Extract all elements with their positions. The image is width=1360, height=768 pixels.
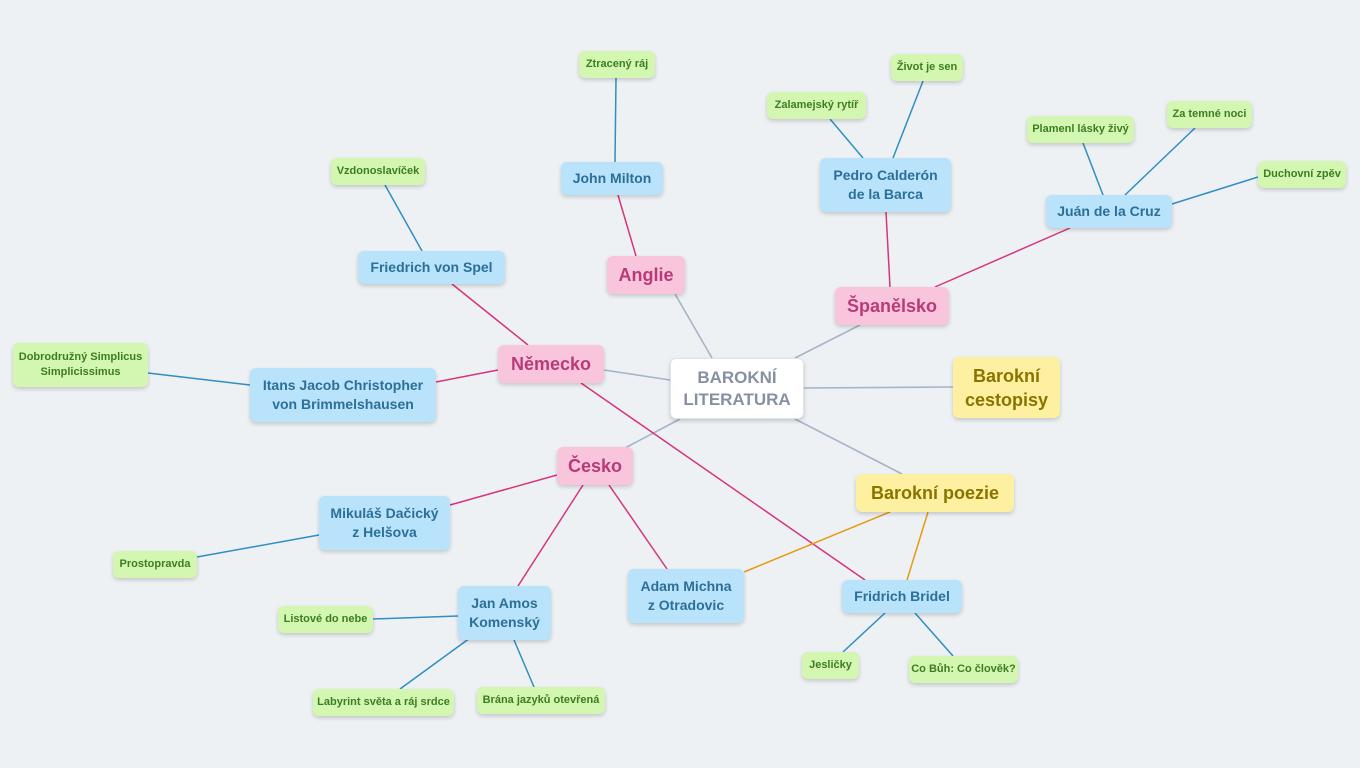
author-link-line — [372, 615, 459, 620]
country-node-nemecko[interactable]: Německo — [498, 345, 604, 383]
work-node-brana-jazyku[interactable]: Brána jazyků otevřená — [477, 687, 605, 714]
author-node-grimmelshausen[interactable]: Itans Jacob Christopher von Brimmelshaus… — [250, 368, 436, 422]
author-node-juan-de-la-cruz[interactable]: Juán de la Cruz — [1046, 195, 1172, 228]
author-link-line — [829, 118, 864, 159]
author-link-line — [1171, 176, 1259, 205]
author-node-adam-michna[interactable]: Adam Michna z Otradovic — [628, 569, 744, 623]
work-node-vzdonoslavicek[interactable]: Vzdonoslavíček — [331, 158, 425, 185]
author-node-pedro-calderon[interactable]: Pedro Calderón de la Barca — [820, 158, 951, 212]
author-link-line — [842, 612, 886, 653]
theme-node-barokni-cestopisy[interactable]: Barokní cestopisy — [953, 357, 1060, 418]
root-link-line — [794, 324, 861, 359]
author-link-line — [892, 80, 924, 159]
country-link-line — [934, 227, 1071, 288]
author-link-line — [196, 534, 320, 558]
work-node-zivot-je-sen[interactable]: Život je sen — [891, 54, 963, 81]
work-node-dobrodruzny-simplicus[interactable]: Dobrodružný Simplicus Simplicissimus — [13, 343, 148, 387]
country-link-line — [451, 283, 529, 346]
work-node-za-temne-noci[interactable]: Za temné noci — [1167, 101, 1252, 128]
poetry-link-line — [743, 511, 891, 573]
country-node-spanelsko[interactable]: Španělsko — [835, 287, 949, 325]
work-node-duchovni-zpev[interactable]: Duchovní zpěv — [1258, 161, 1346, 188]
theme-node-barokni-poezie[interactable]: Barokní poezie — [856, 474, 1014, 512]
author-link-line — [147, 372, 251, 386]
root-link-line — [794, 418, 903, 475]
root-link-line — [674, 293, 713, 359]
author-link-line — [513, 639, 535, 688]
author-node-john-milton[interactable]: John Milton — [561, 162, 663, 195]
work-node-prostopravda[interactable]: Prostopravda — [113, 551, 197, 578]
work-node-listove-do-nebe[interactable]: Listové do nebe — [278, 606, 373, 633]
work-node-jeslicky[interactable]: Jesličky — [802, 652, 859, 679]
author-link-line — [399, 637, 471, 690]
work-node-co-buh-co-clovek[interactable]: Co Bůh: Co člověk? — [909, 656, 1018, 683]
poetry-link-line — [906, 511, 929, 581]
author-link-line — [914, 612, 954, 657]
country-link-line — [617, 194, 637, 257]
country-link-line — [517, 484, 584, 587]
work-node-ztraceny-raj[interactable]: Ztracený ráj — [579, 51, 655, 78]
author-node-mikulas-dacicky[interactable]: Mikuláš Dačický z Helšova — [319, 496, 450, 550]
country-node-anglie[interactable]: Anglie — [607, 256, 685, 294]
author-link-line — [384, 184, 423, 252]
root-node-barokni-literatura[interactable]: BAROKNÍ LITERATURA — [670, 358, 804, 419]
root-link-line — [603, 369, 671, 381]
root-link-line — [803, 386, 954, 389]
author-node-friedrich-von-spel[interactable]: Friedrich von Spel — [358, 251, 505, 284]
country-link-line — [885, 211, 891, 288]
work-node-plamen-lasky-zivy[interactable]: Plamenl lásky živý — [1027, 116, 1134, 143]
country-link-line — [449, 474, 558, 506]
work-node-labyrint-sveta[interactable]: Labyrint světa a ráj srdce — [313, 689, 454, 716]
country-link-line — [435, 369, 499, 383]
author-link-line — [1124, 127, 1196, 196]
author-node-jan-amos-komensky[interactable]: Jan Amos Komenský — [458, 586, 551, 640]
country-link-line — [608, 484, 668, 570]
work-node-zalamejsky-rytir[interactable]: Zalamejský rytíř — [767, 92, 866, 119]
author-link-line — [1082, 142, 1104, 196]
author-link-line — [614, 77, 617, 163]
author-node-fridrich-bridel[interactable]: Fridrich Bridel — [842, 580, 962, 613]
country-link-line — [580, 382, 866, 581]
country-node-cesko[interactable]: Česko — [557, 447, 633, 485]
